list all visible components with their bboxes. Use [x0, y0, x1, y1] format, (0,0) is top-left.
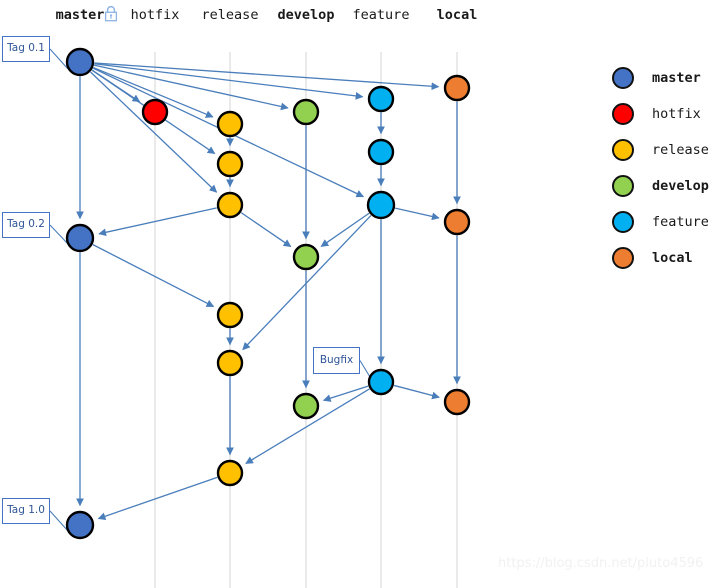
- column-header-develop[interactable]: develop: [277, 7, 335, 23]
- column-header-hotfix[interactable]: hotfix: [130, 7, 180, 23]
- legend-label-local: local: [652, 250, 693, 266]
- edge-m1-to-l1: [94, 62, 440, 91]
- legend-swatch-local: [612, 247, 634, 269]
- legend-label-hotfix: hotfix: [652, 106, 701, 122]
- legend-item-master[interactable]: master: [612, 60, 709, 96]
- commit-node-d1[interactable]: [292, 98, 320, 126]
- legend-swatch-master: [612, 67, 634, 89]
- edge-f4-to-r6: [245, 388, 370, 465]
- legend-item-local[interactable]: local: [612, 240, 709, 276]
- callout-leader-tag02: [49, 224, 69, 245]
- commit-node-r5[interactable]: [216, 349, 244, 377]
- edge-f3-to-l2: [395, 207, 440, 221]
- legend-label-develop: develop: [652, 178, 709, 194]
- commit-node-r3[interactable]: [216, 191, 244, 219]
- edge-m1-to-d1: [94, 64, 289, 111]
- legend-swatch-develop: [612, 175, 634, 197]
- edge-m1-to-r1: [93, 66, 214, 118]
- commit-node-r4[interactable]: [216, 301, 244, 329]
- edge-f3-to-d2: [320, 212, 370, 247]
- edge-f4-to-l3: [393, 384, 440, 400]
- commit-node-r6[interactable]: [216, 459, 244, 487]
- legend-item-hotfix[interactable]: hotfix: [612, 96, 709, 132]
- legend-item-feature[interactable]: feature: [612, 204, 709, 240]
- edge-m1-to-r3: [90, 71, 218, 193]
- lock-icon: [104, 5, 118, 26]
- legend-swatch-release: [612, 139, 634, 161]
- callout-leader-tag10: [49, 510, 69, 532]
- commit-node-r2[interactable]: [216, 150, 244, 178]
- legend-label-release: release: [652, 142, 709, 158]
- edge-r6-to-m3: [97, 476, 218, 520]
- branch-legend: master hotfix release develop feature local: [612, 60, 709, 276]
- edge-r3-to-d2: [240, 212, 292, 248]
- legend-item-develop[interactable]: develop: [612, 168, 709, 204]
- column-header-local[interactable]: local: [436, 7, 478, 23]
- legend-label-master: master: [652, 70, 701, 86]
- column-header-feature[interactable]: feature: [352, 7, 410, 23]
- commit-node-f2[interactable]: [367, 138, 395, 166]
- legend-swatch-hotfix: [612, 103, 634, 125]
- commit-node-m2[interactable]: [65, 223, 95, 253]
- commit-node-m1[interactable]: [65, 47, 95, 77]
- edge-m2-to-r4: [92, 244, 215, 308]
- commit-node-l1[interactable]: [443, 74, 471, 102]
- edge-layer: [76, 62, 461, 520]
- edge-f4-to-d3: [322, 385, 369, 402]
- commit-node-h1[interactable]: [141, 98, 169, 126]
- watermark: https://blog.csdn.net/pluto4596: [498, 556, 704, 571]
- commit-node-m3[interactable]: [65, 510, 95, 540]
- column-header-release[interactable]: release: [201, 7, 259, 23]
- callout-tag10[interactable]: Tag 1.0: [2, 498, 50, 524]
- edge-f3-to-r5: [242, 215, 372, 351]
- commit-node-l3[interactable]: [443, 388, 471, 416]
- commit-node-l2[interactable]: [443, 208, 471, 236]
- edge-r3-to-m2: [98, 207, 217, 237]
- callout-leader-bugfix: [359, 360, 371, 378]
- callout-leader-tag01: [49, 48, 69, 70]
- legend-item-release[interactable]: release: [612, 132, 709, 168]
- commit-node-r1[interactable]: [216, 110, 244, 138]
- callout-bugfix[interactable]: Bugfix: [313, 347, 360, 374]
- commit-node-f4[interactable]: [367, 368, 395, 396]
- column-header-master[interactable]: master: [55, 7, 105, 23]
- callout-tag01[interactable]: Tag 0.1: [2, 36, 50, 62]
- commit-node-f1[interactable]: [367, 85, 395, 113]
- commit-node-f3[interactable]: [366, 190, 396, 220]
- legend-swatch-feature: [612, 211, 634, 233]
- callout-leader-lines: [49, 48, 371, 532]
- commit-node-d3[interactable]: [292, 392, 320, 420]
- commit-node-layer: [65, 47, 471, 540]
- callout-tag02[interactable]: Tag 0.2: [2, 212, 50, 238]
- commit-node-d2[interactable]: [292, 243, 320, 271]
- legend-label-feature: feature: [652, 214, 709, 230]
- edge-m1-to-f1: [94, 63, 364, 100]
